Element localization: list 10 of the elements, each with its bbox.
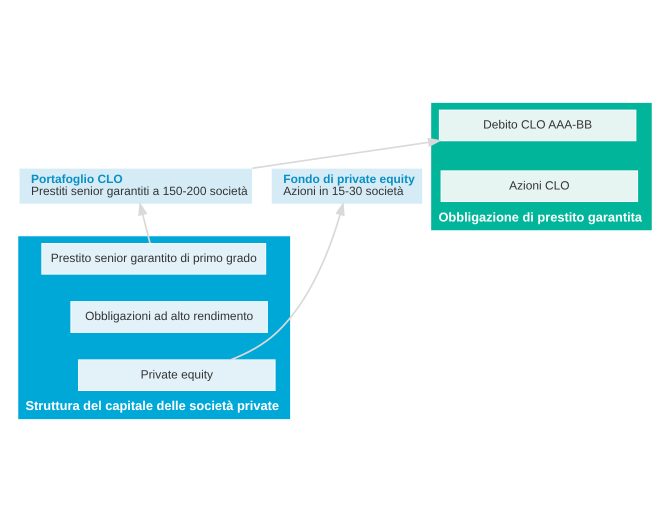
node-box: Fondo di private equity Azioni in 15-30 società — [270, 168, 424, 205]
arrow — [252, 138, 442, 170]
arrow — [230, 202, 345, 360]
node-box: Prestito senior garantito di primo grado — [41, 243, 266, 275]
node-box: Private equity — [78, 359, 276, 391]
node-box: Portafoglio CLO Prestiti senior garantiti a 150-200 società — [18, 168, 253, 205]
node-box: Azioni CLO — [440, 170, 638, 202]
node-box: Obbligazioni ad alto rendimento — [70, 301, 268, 333]
arrow — [138, 202, 151, 244]
node-box: Debito CLO AAA-BB — [438, 110, 636, 142]
